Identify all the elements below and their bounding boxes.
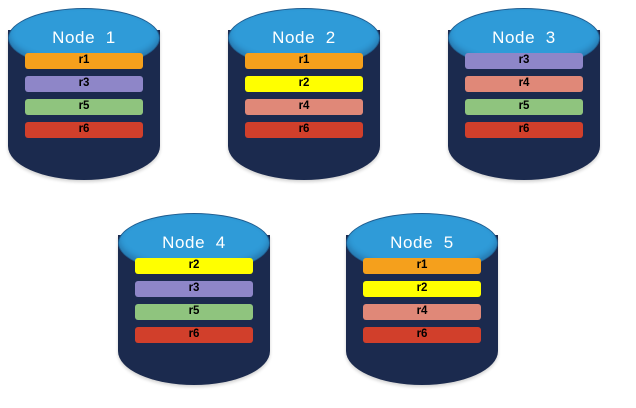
replica-stack: r1 r2 r4 r6 [346, 258, 498, 343]
replica-bar[interactable]: r1 [245, 53, 363, 69]
replica-bar[interactable]: r1 [25, 53, 143, 69]
replica-stack: r3 r4 r5 r6 [448, 53, 600, 138]
replica-bar[interactable]: r3 [25, 76, 143, 92]
replica-stack: r1 r2 r4 r6 [228, 53, 380, 138]
replica-bar[interactable]: r4 [363, 304, 481, 320]
replica-bar[interactable]: r2 [245, 76, 363, 92]
replica-bar[interactable]: r3 [465, 53, 583, 69]
replica-bar[interactable]: r2 [363, 281, 481, 297]
replica-bar[interactable]: r3 [135, 281, 253, 297]
replica-bar[interactable]: r6 [363, 327, 481, 343]
replica-bar[interactable]: r5 [465, 99, 583, 115]
replica-bar[interactable]: r4 [465, 76, 583, 92]
replica-stack: r1 r3 r5 r6 [8, 53, 160, 138]
replica-bar[interactable]: r6 [465, 122, 583, 138]
replica-bar[interactable]: r6 [25, 122, 143, 138]
replica-bar[interactable]: r5 [135, 304, 253, 320]
replica-bar[interactable]: r5 [25, 99, 143, 115]
replica-bar[interactable]: r1 [363, 258, 481, 274]
replica-bar[interactable]: r6 [245, 122, 363, 138]
replica-bar[interactable]: r4 [245, 99, 363, 115]
replica-stack: r2 r3 r5 r6 [118, 258, 270, 343]
replica-bar[interactable]: r2 [135, 258, 253, 274]
replica-bar[interactable]: r6 [135, 327, 253, 343]
